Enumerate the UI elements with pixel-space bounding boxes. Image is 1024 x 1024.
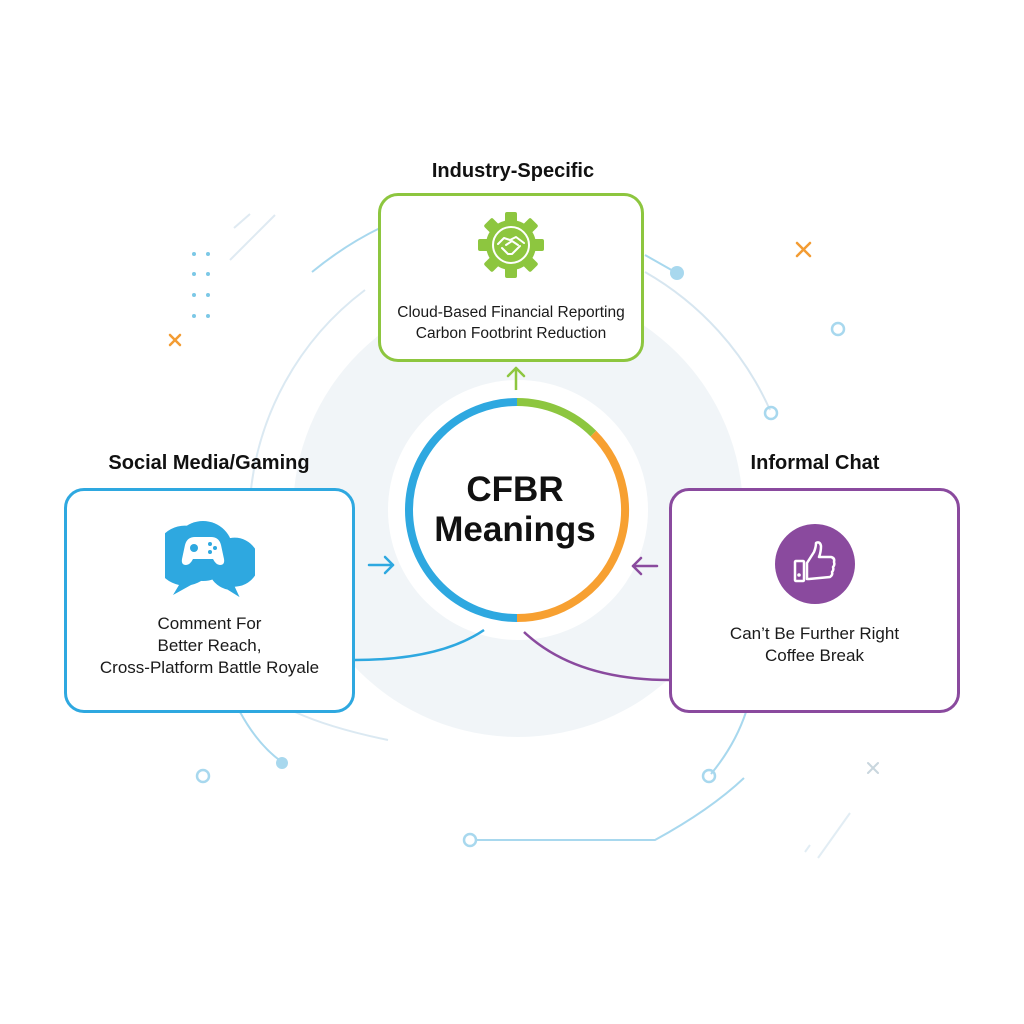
category-card-social[interactable]: Comment For Better Reach, Cross-Platform… — [64, 488, 355, 713]
connector-arc-topleft — [311, 227, 381, 273]
category-title-industry: Industry-Specific — [431, 160, 595, 182]
node-ring-mid-right — [763, 405, 779, 421]
category-description-industry: Cloud-Based Financial Reporting Carbon F… — [397, 302, 624, 344]
gear-handshake-icon — [478, 212, 544, 278]
connector-lower-left — [239, 711, 283, 763]
node-dot-topright — [670, 266, 684, 280]
cross-mark-left — [168, 333, 182, 347]
connector-lower-right — [710, 711, 747, 775]
streak — [229, 214, 276, 261]
category-card-informal[interactable]: Can’t Be Further Right Coffee Break — [669, 488, 960, 713]
chat-gamepad-icon — [164, 521, 255, 603]
node-ring-upper-right — [830, 321, 846, 337]
arrow-right-to-center — [367, 555, 395, 575]
node-dot-lower-left — [276, 757, 288, 769]
bottom-connector — [477, 778, 591, 840]
category-description-informal: Can’t Be Further Right Coffee Break — [730, 623, 899, 667]
bottom-route — [477, 778, 593, 840]
meaning-item: Coffee Break — [765, 646, 864, 665]
node-ring-lower-right — [701, 768, 717, 784]
arrow-left-to-center — [631, 556, 659, 576]
connector-social-to-center — [354, 628, 485, 662]
center-ring — [397, 390, 637, 630]
meaning-item: Cloud-Based Financial Reporting — [397, 304, 625, 321]
meaning-item: Cross-Platform Battle Royale — [99, 658, 320, 677]
meaning-item: Can’t Be Further Right — [729, 624, 900, 643]
orbit-arc-left — [249, 289, 366, 501]
node-ring-bottom — [462, 832, 478, 848]
bottom-circuit-line — [477, 777, 745, 841]
bottom-curve — [522, 778, 593, 840]
category-description-social: Comment For Better Reach, Cross-Platform… — [100, 613, 319, 679]
category-card-industry[interactable]: Cloud-Based Financial Reporting Carbon F… — [378, 193, 644, 362]
ring-segment-blue — [405, 398, 518, 622]
category-title-social: Social Media/Gaming — [108, 452, 310, 474]
streak — [804, 844, 811, 853]
bottom-elbow-line — [477, 778, 592, 840]
ring-segment-green — [516, 398, 597, 437]
ring-segment-orange — [516, 430, 629, 622]
center-title-line1: CFBR — [466, 470, 564, 509]
meaning-item: Carbon Footbrint Reduction — [415, 325, 607, 342]
connector-line-topright — [644, 254, 676, 273]
node-ring-lower-left — [195, 768, 211, 784]
arrow-up-from-center — [506, 366, 526, 394]
meaning-item: Better Reach, — [157, 636, 262, 655]
dot-grid — [192, 252, 210, 318]
connector-arc-lower — [294, 711, 389, 741]
connector-informal-to-center — [523, 631, 671, 682]
streak — [233, 213, 251, 229]
cross-mark-right — [795, 241, 812, 258]
thumbs-up-icon — [774, 524, 855, 604]
cross-mark-gray — [867, 762, 879, 774]
orbit-arc-right — [644, 271, 771, 411]
center-title-line2: Meanings — [434, 510, 596, 549]
meaning-item: Comment For — [157, 614, 262, 633]
streak — [817, 812, 851, 859]
category-title-informal: Informal Chat — [750, 452, 880, 474]
center-title: CFBR Meanings — [388, 470, 642, 550]
